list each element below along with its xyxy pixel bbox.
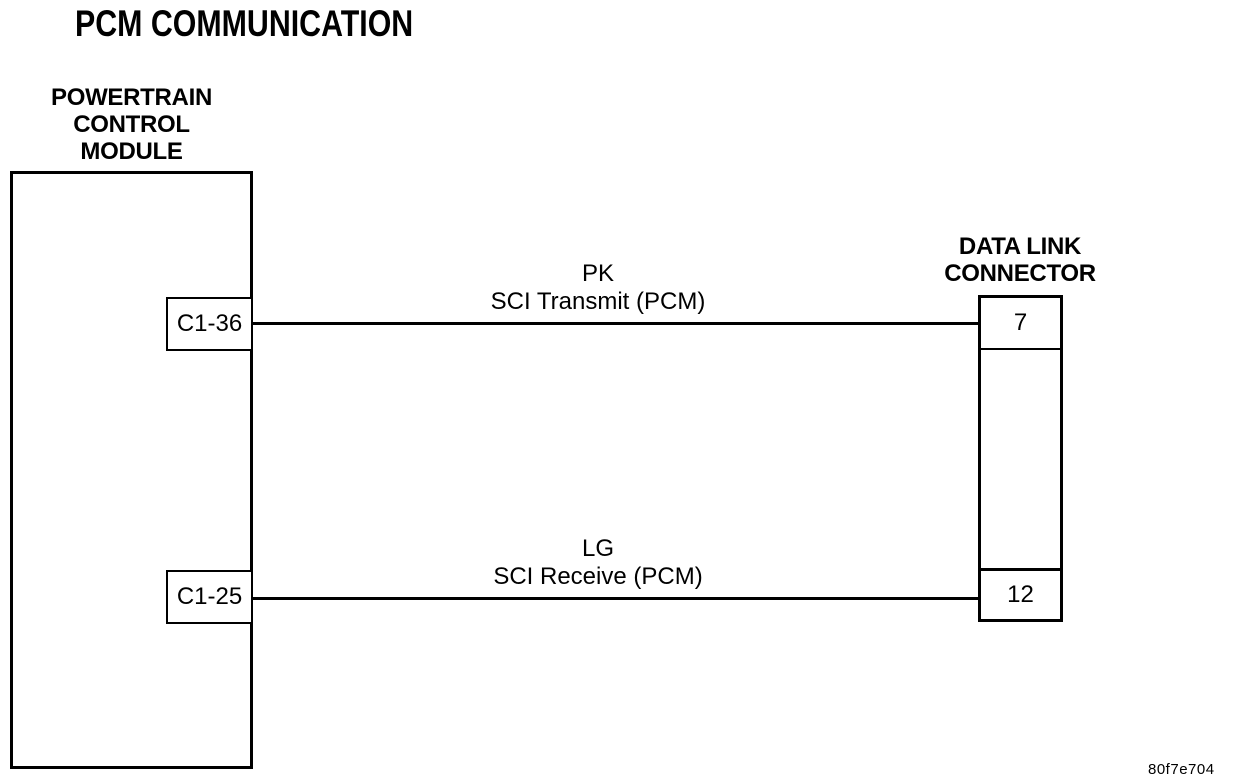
wire-sci-receive (253, 597, 978, 600)
data-link-connector-label-line1: DATA LINK (958, 233, 1082, 260)
data-link-connector-label-line2: CONNECTOR (944, 260, 1096, 287)
dlc-pin-7: 7 (981, 298, 1060, 350)
pcm-module-label-line1: POWERTRAIN (51, 84, 212, 111)
pcm-module-label-line2: CONTROL (73, 111, 190, 138)
wire-sci-transmit-signal: SCI Transmit (PCM) (490, 288, 706, 315)
dlc-pin-7-label: 7 (1013, 309, 1028, 336)
wire-sci-receive-color-code: LG (581, 535, 614, 562)
wire-sci-transmit (253, 322, 978, 325)
wire-sci-transmit-color-code: PK (581, 260, 614, 287)
pcm-pin-c1-25-label: C1-25 (176, 583, 243, 610)
dlc-pin-12-label: 12 (1007, 581, 1034, 608)
pcm-pin-c1-36-label: C1-36 (176, 310, 243, 337)
wire-sci-transmit-label: PK SCI Transmit (PCM) (398, 260, 798, 316)
diagram-title: PCM COMMUNICATION (75, 3, 414, 44)
data-link-connector-label: DATA LINK CONNECTOR (920, 233, 1120, 287)
pcm-pin-c1-36: C1-36 (166, 297, 253, 351)
dlc-pin-12: 12 (981, 568, 1060, 619)
pcm-module-box (10, 171, 253, 769)
pcm-module-label: POWERTRAIN CONTROL MODULE (10, 84, 253, 165)
wire-sci-receive-signal: SCI Receive (PCM) (493, 563, 703, 590)
wire-sci-receive-label: LG SCI Receive (PCM) (398, 535, 798, 591)
figure-code: 80f7e704 (1148, 761, 1215, 778)
pcm-module-label-line3: MODULE (80, 138, 183, 165)
data-link-connector-box: 7 12 (978, 295, 1063, 622)
pcm-pin-c1-25: C1-25 (166, 570, 253, 624)
